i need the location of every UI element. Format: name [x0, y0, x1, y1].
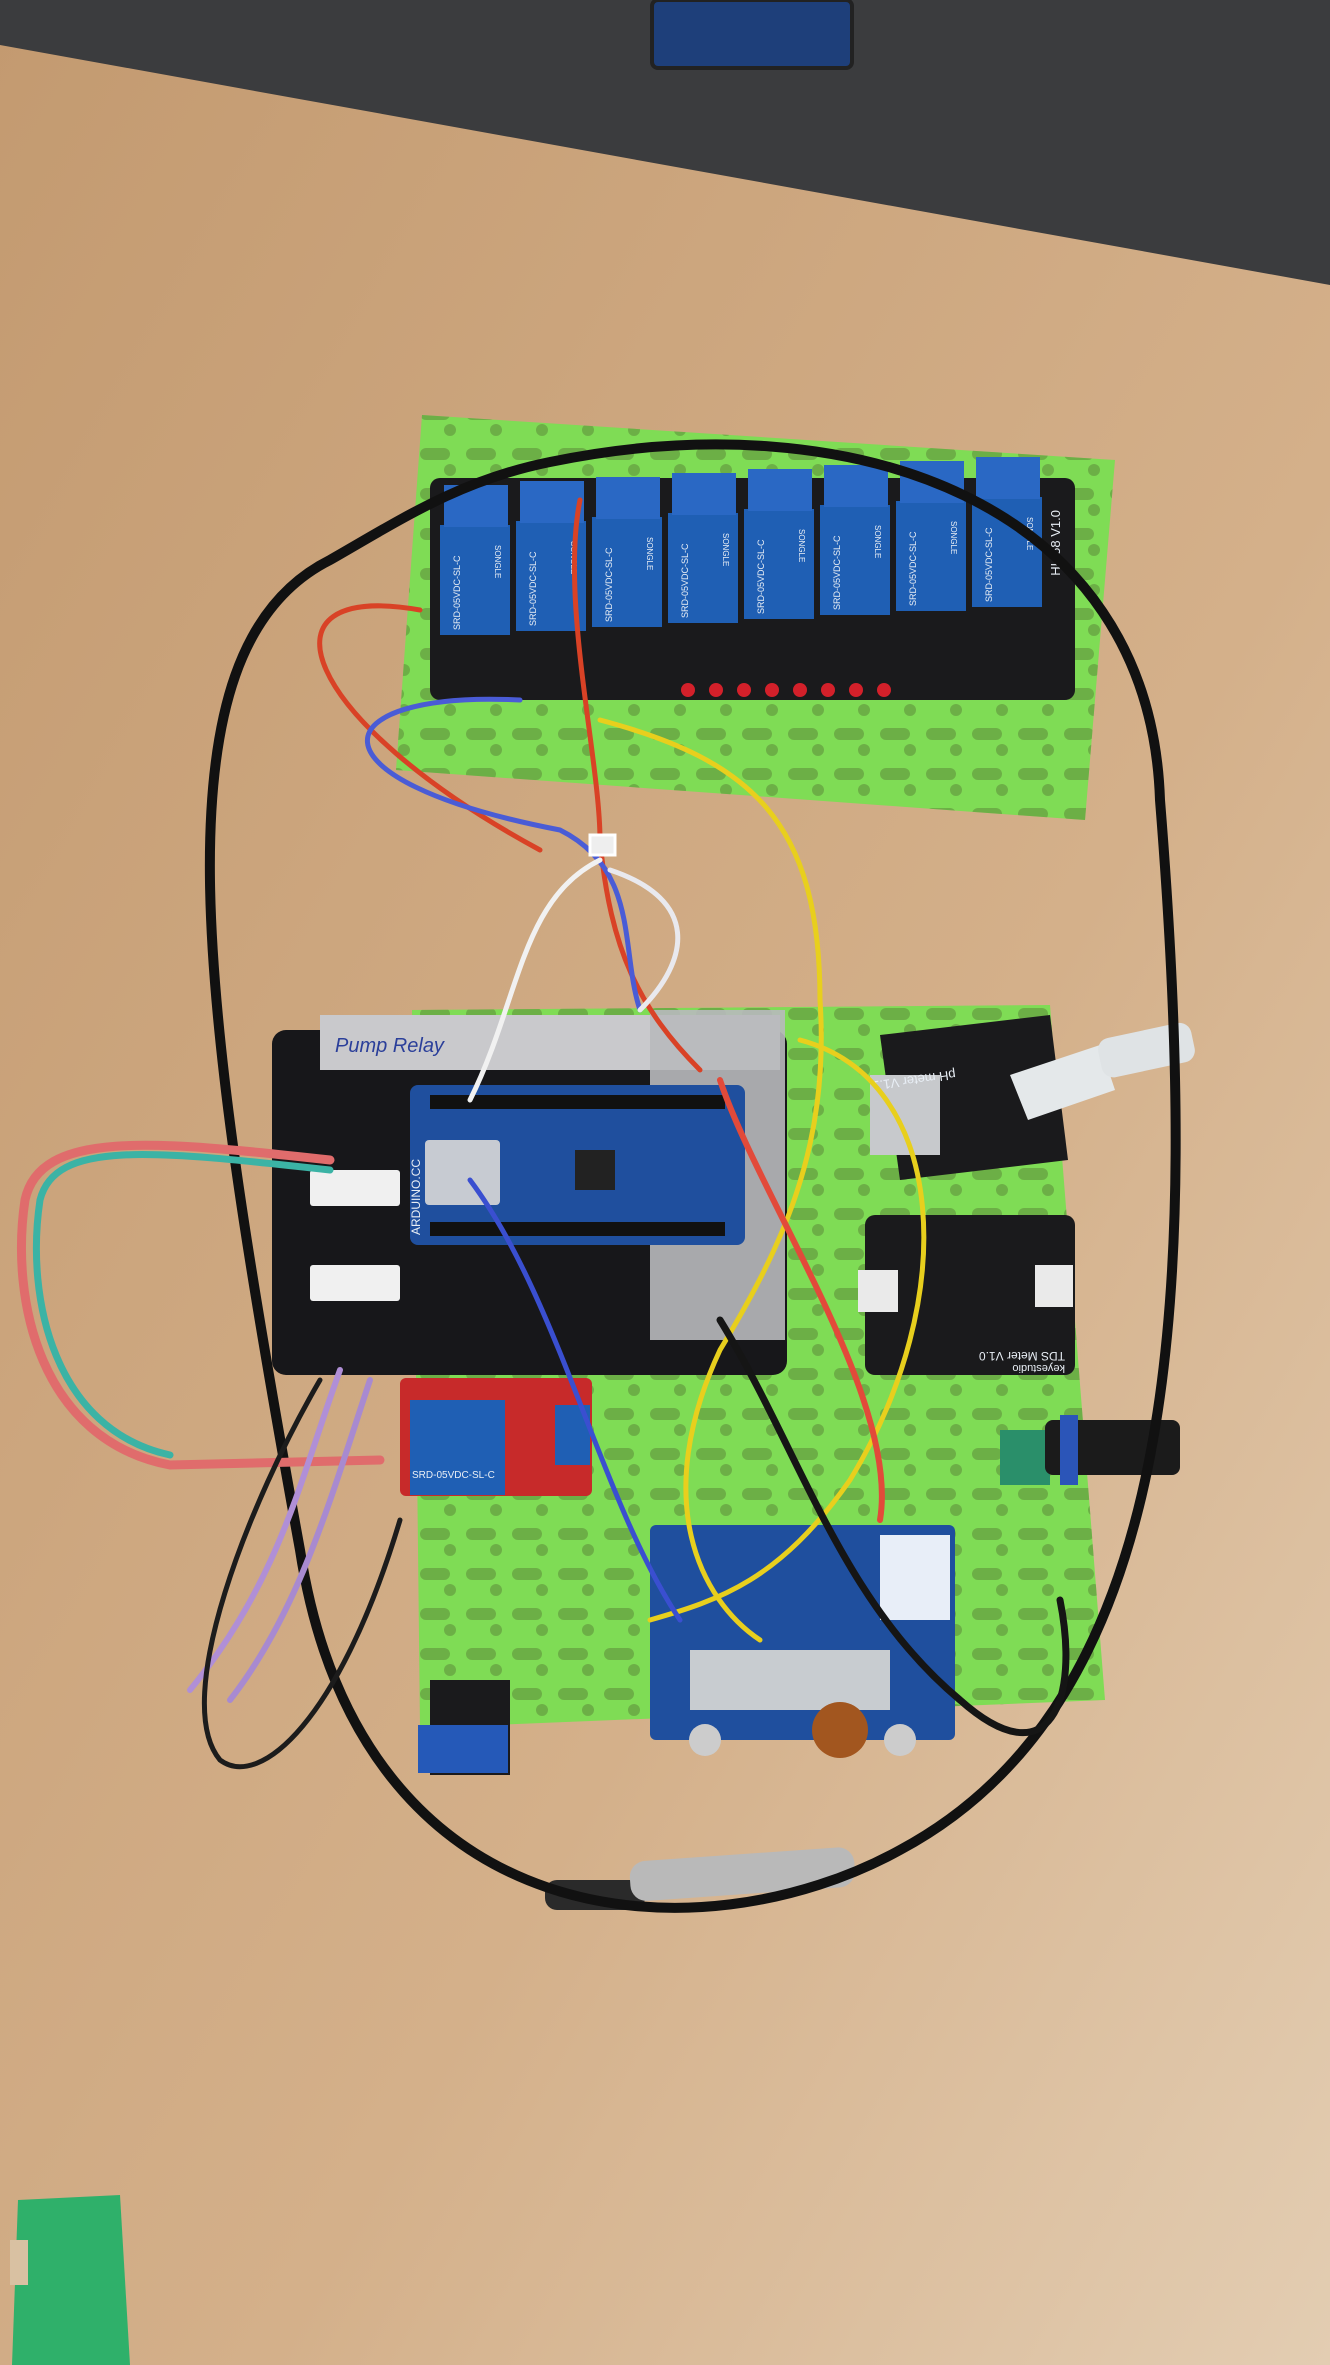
relay-5: SRD-05VDC-SL-C SONGLE — [744, 469, 814, 619]
terminal-module — [418, 1680, 510, 1775]
relay-brand-label: SONGLE — [949, 521, 958, 554]
arduino-board: ARDUINO.CC — [409, 1085, 745, 1245]
red-green-cable — [16, 1140, 385, 1470]
spare-board — [650, 0, 854, 70]
relay-model-label: SRD-05VDC-SL-C — [756, 539, 766, 614]
black-wire — [716, 1316, 1070, 1737]
black-loop-cable — [204, 439, 1181, 1913]
purple-wires — [187, 1367, 343, 1693]
relay-model-label: SRD-05VDC-SL-C — [908, 531, 918, 606]
relay-led — [737, 683, 751, 697]
single-relay-module: SRD-05VDC-SL-C — [400, 1378, 592, 1496]
relay-4: SRD-05VDC-SL-C SONGLE — [668, 473, 738, 623]
white-wires — [467, 857, 603, 1103]
relay-7: SRD-05VDC-SL-C SONGLE — [896, 461, 966, 611]
tds-brand: keyestudio — [1012, 1362, 1065, 1374]
tds-meter-board: keyestudio TDS Meter V1.0 — [858, 1215, 1075, 1375]
relay-model-label: SRD-05VDC-SL-C — [984, 527, 994, 602]
yellow-wire — [597, 717, 824, 1643]
relay-model-label: SRD-05VDC-SL-C — [452, 555, 462, 630]
green-plastic-part — [10, 2195, 130, 2365]
relay-led — [709, 683, 723, 697]
relay-led — [765, 683, 779, 697]
relay-3: SRD-05VDC-SL-C SONGLE — [592, 477, 662, 627]
proto-note: Pump Relay — [335, 1035, 445, 1057]
blue-wires — [365, 696, 643, 1013]
relay-6: SRD-05VDC-SL-C SONGLE — [820, 465, 890, 615]
relay-brand-label: SONGLE — [873, 525, 882, 558]
wires — [16, 439, 1181, 1913]
tds-board-label: TDS Meter V1.0 — [979, 1349, 1065, 1363]
ph-meter-board: pH meter V1.1 — [870, 1015, 1068, 1180]
relay-led — [793, 683, 807, 697]
relay-model-label: SRD-05VDC-SL-C — [528, 551, 538, 626]
carpet-floor — [0, 0, 1330, 285]
inductor-coil — [812, 1702, 868, 1758]
relay-brand-label: SONGLE — [721, 533, 730, 566]
relay-brand-label: SONGLE — [493, 545, 502, 578]
relay-led — [849, 683, 863, 697]
relay-led — [877, 683, 891, 697]
relay-led — [821, 683, 835, 697]
connector-jumper — [588, 833, 617, 857]
relay-model-label: SRD-05VDC-SL-C — [832, 535, 842, 610]
relay-brand-label: SONGLE — [797, 529, 806, 562]
relay-1: SRD-05VDC-SL-C SONGLE — [440, 485, 510, 635]
relay-model-label: SRD-05VDC-SL-C — [680, 543, 690, 618]
single-relay-model: SRD-05VDC-SL-C — [412, 1470, 495, 1481]
relay-led — [681, 683, 695, 697]
relay-model-label: SRD-05VDC-SL-C — [604, 547, 614, 622]
relay-brand-label: SONGLE — [645, 537, 654, 570]
relay-board-8ch: SRD-05VDC-SL-C SONGLE SRD-05VDC-SL-C SONGLE… — [430, 457, 1075, 700]
buck-converter — [650, 1525, 955, 1758]
arduino-label: ARDUINO.CC — [409, 1159, 423, 1235]
